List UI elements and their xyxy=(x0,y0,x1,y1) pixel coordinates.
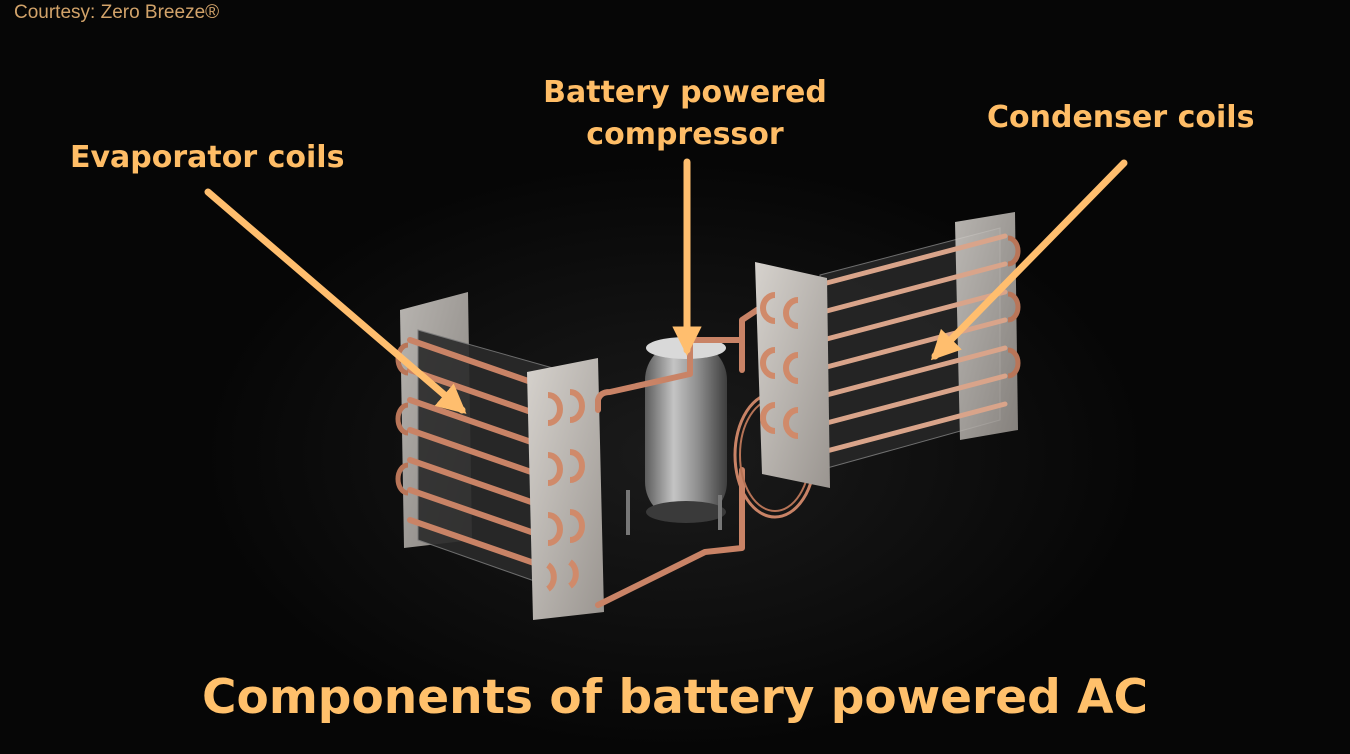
compressor-label-line1: Battery powered xyxy=(543,75,827,110)
condenser-arrow xyxy=(930,159,1128,361)
condenser-coils-label: Condenser coils xyxy=(987,100,1255,135)
condenser-return-bends xyxy=(760,292,799,439)
refrigerant-lines xyxy=(595,297,775,608)
compressor-label: Battery powered compressor xyxy=(530,72,840,156)
diagram-caption: Components of battery powered AC xyxy=(202,670,1148,725)
evaporator-return-bends xyxy=(546,389,585,592)
condenser-side-bends xyxy=(1007,235,1021,379)
compressor-body xyxy=(645,342,727,520)
compressor-mounts xyxy=(626,490,722,535)
condenser-tubes xyxy=(797,233,1008,461)
courtesy-credit: Courtesy: Zero Breeze® xyxy=(14,2,220,23)
evaporator-front-plate xyxy=(527,358,604,620)
condenser-coils xyxy=(755,212,1021,488)
compressor-base xyxy=(646,501,726,523)
pointer-arrows xyxy=(204,158,1128,414)
compressor-label-line2: compressor xyxy=(586,117,784,152)
evaporator-coils-label: Evaporator coils xyxy=(70,140,345,175)
evaporator-arrow xyxy=(204,188,467,414)
